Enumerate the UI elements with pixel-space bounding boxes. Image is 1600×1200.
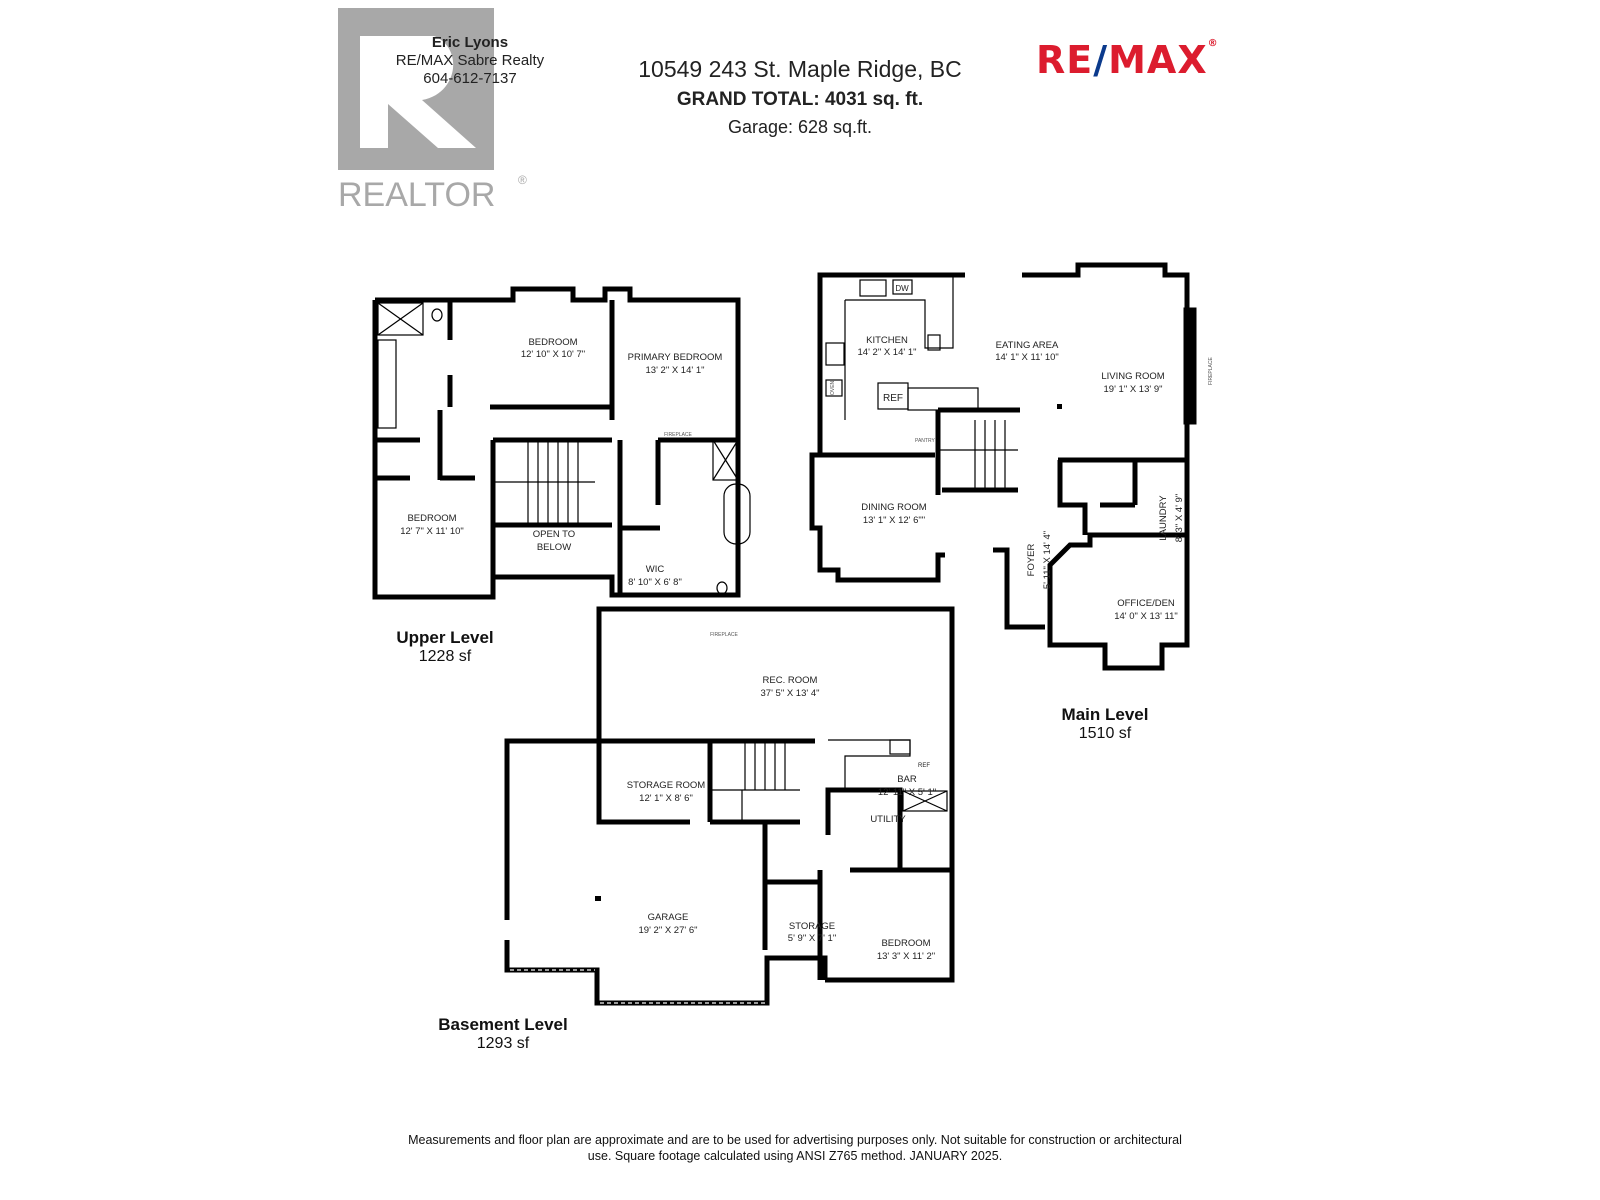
basement-fixtures [710,739,948,822]
remax-logo: RE/MAX® [1036,38,1219,82]
room-label: EATING AREA [996,340,1059,351]
room-label: LAUNDRY [1158,495,1169,541]
room-label: 12' 1" X 8' 6" [639,793,693,804]
agent-phone: 604-612-7137 [423,70,517,87]
room-label: REC. ROOM [763,675,818,686]
garage-doors [510,969,765,1004]
grand-total: GRAND TOTAL: 4031 sq. ft. [676,89,924,110]
room-label: 8' 3" X 4' 9" [1174,494,1185,542]
room-label: DW [895,284,909,293]
disclaimer: Measurements and floor plan are approxim… [408,1133,1182,1163]
main-level-label: Main Level 1510 sf [1061,705,1149,742]
room-label: BEDROOM [528,337,577,348]
agent-name: Eric Lyons [431,34,509,51]
upper-stairs [377,302,751,595]
room-label: ® [518,173,527,187]
room-label: REF [918,763,930,769]
room-label: REALTOR [338,176,495,213]
basement-walls [504,606,955,1006]
room-label: REF [883,393,903,404]
room-label: 8' 10" X 6' 8" [628,577,682,588]
room-label: STORAGE [789,921,835,932]
room-label: FIREPLACE [664,432,692,438]
room-label: OPEN TO [533,529,575,540]
agent-info: Eric Lyons RE/MAX Sabre Realty 604-612-7… [380,34,560,88]
room-label: KITCHEN [866,335,908,346]
room-label: PANTRY [915,438,935,444]
agent-company: RE/MAX Sabre Realty [395,52,545,69]
room-label: 19' 2" X 27' 6" [639,925,698,936]
main-level-walls [809,262,1197,671]
upper-level-walls [372,286,741,600]
basement-level-label: Basement Level 1293 sf [438,1015,568,1052]
upper-level-label: Upper Level 1228 sf [396,628,494,665]
room-label: FIREPLACE [710,632,738,638]
room-label: 5' 11" X 14' 4" [1042,531,1053,589]
room-label: BAR [897,774,917,785]
room-label: BELOW [537,542,571,553]
room-label: 14' 2" X 14' 1" [858,347,917,358]
room-label: WIC [646,564,665,575]
room-label: 5' 9" X 7' 1" [788,933,836,944]
property-address: 10549 243 St. Maple Ridge, BC [638,56,962,82]
room-label: 37' 5" X 13' 4" [761,688,820,699]
room-label: OFFICE/DEN [1117,598,1175,609]
room-label: 13' 2" X 14' 1" [646,365,705,376]
room-label: 19' 1" X 13' 9" [1104,384,1163,395]
room-label: 14' 1" X 11' 10" [995,352,1059,363]
room-label: 12' 11" X 5' 1" [878,787,936,798]
realtor-r-icon: REALTOR ® [338,8,527,214]
room-label: GARAGE [648,912,689,923]
room-label: PRIMARY BEDROOM [628,352,723,363]
room-label: BEDROOM [407,513,456,524]
room-label: UTILITY [870,814,906,825]
room-label: FIREPLACE [1208,357,1214,385]
room-label: 12' 7" X 11' 10" [400,526,464,537]
realtor-logo: REALTOR ® [338,8,538,214]
room-label: STORAGE ROOM [627,780,706,791]
room-label: BEDROOM [881,938,930,949]
room-label: 13' 1" X 12' 6"" [863,515,925,526]
garage-area: Garage: 628 sq.ft. [727,117,873,137]
room-label: 13' 3" X 11' 2" [877,951,935,962]
room-label: 12' 10" X 10' 7" [521,349,585,360]
room-label: DINING ROOM [861,502,927,513]
room-label: FOYER [1026,544,1037,577]
room-label: LIVING ROOM [1101,371,1164,382]
main-fixtures [825,275,1018,490]
room-label: 14' 0" X 13' 11" [1114,611,1178,622]
room-label: OVEN [830,380,836,395]
